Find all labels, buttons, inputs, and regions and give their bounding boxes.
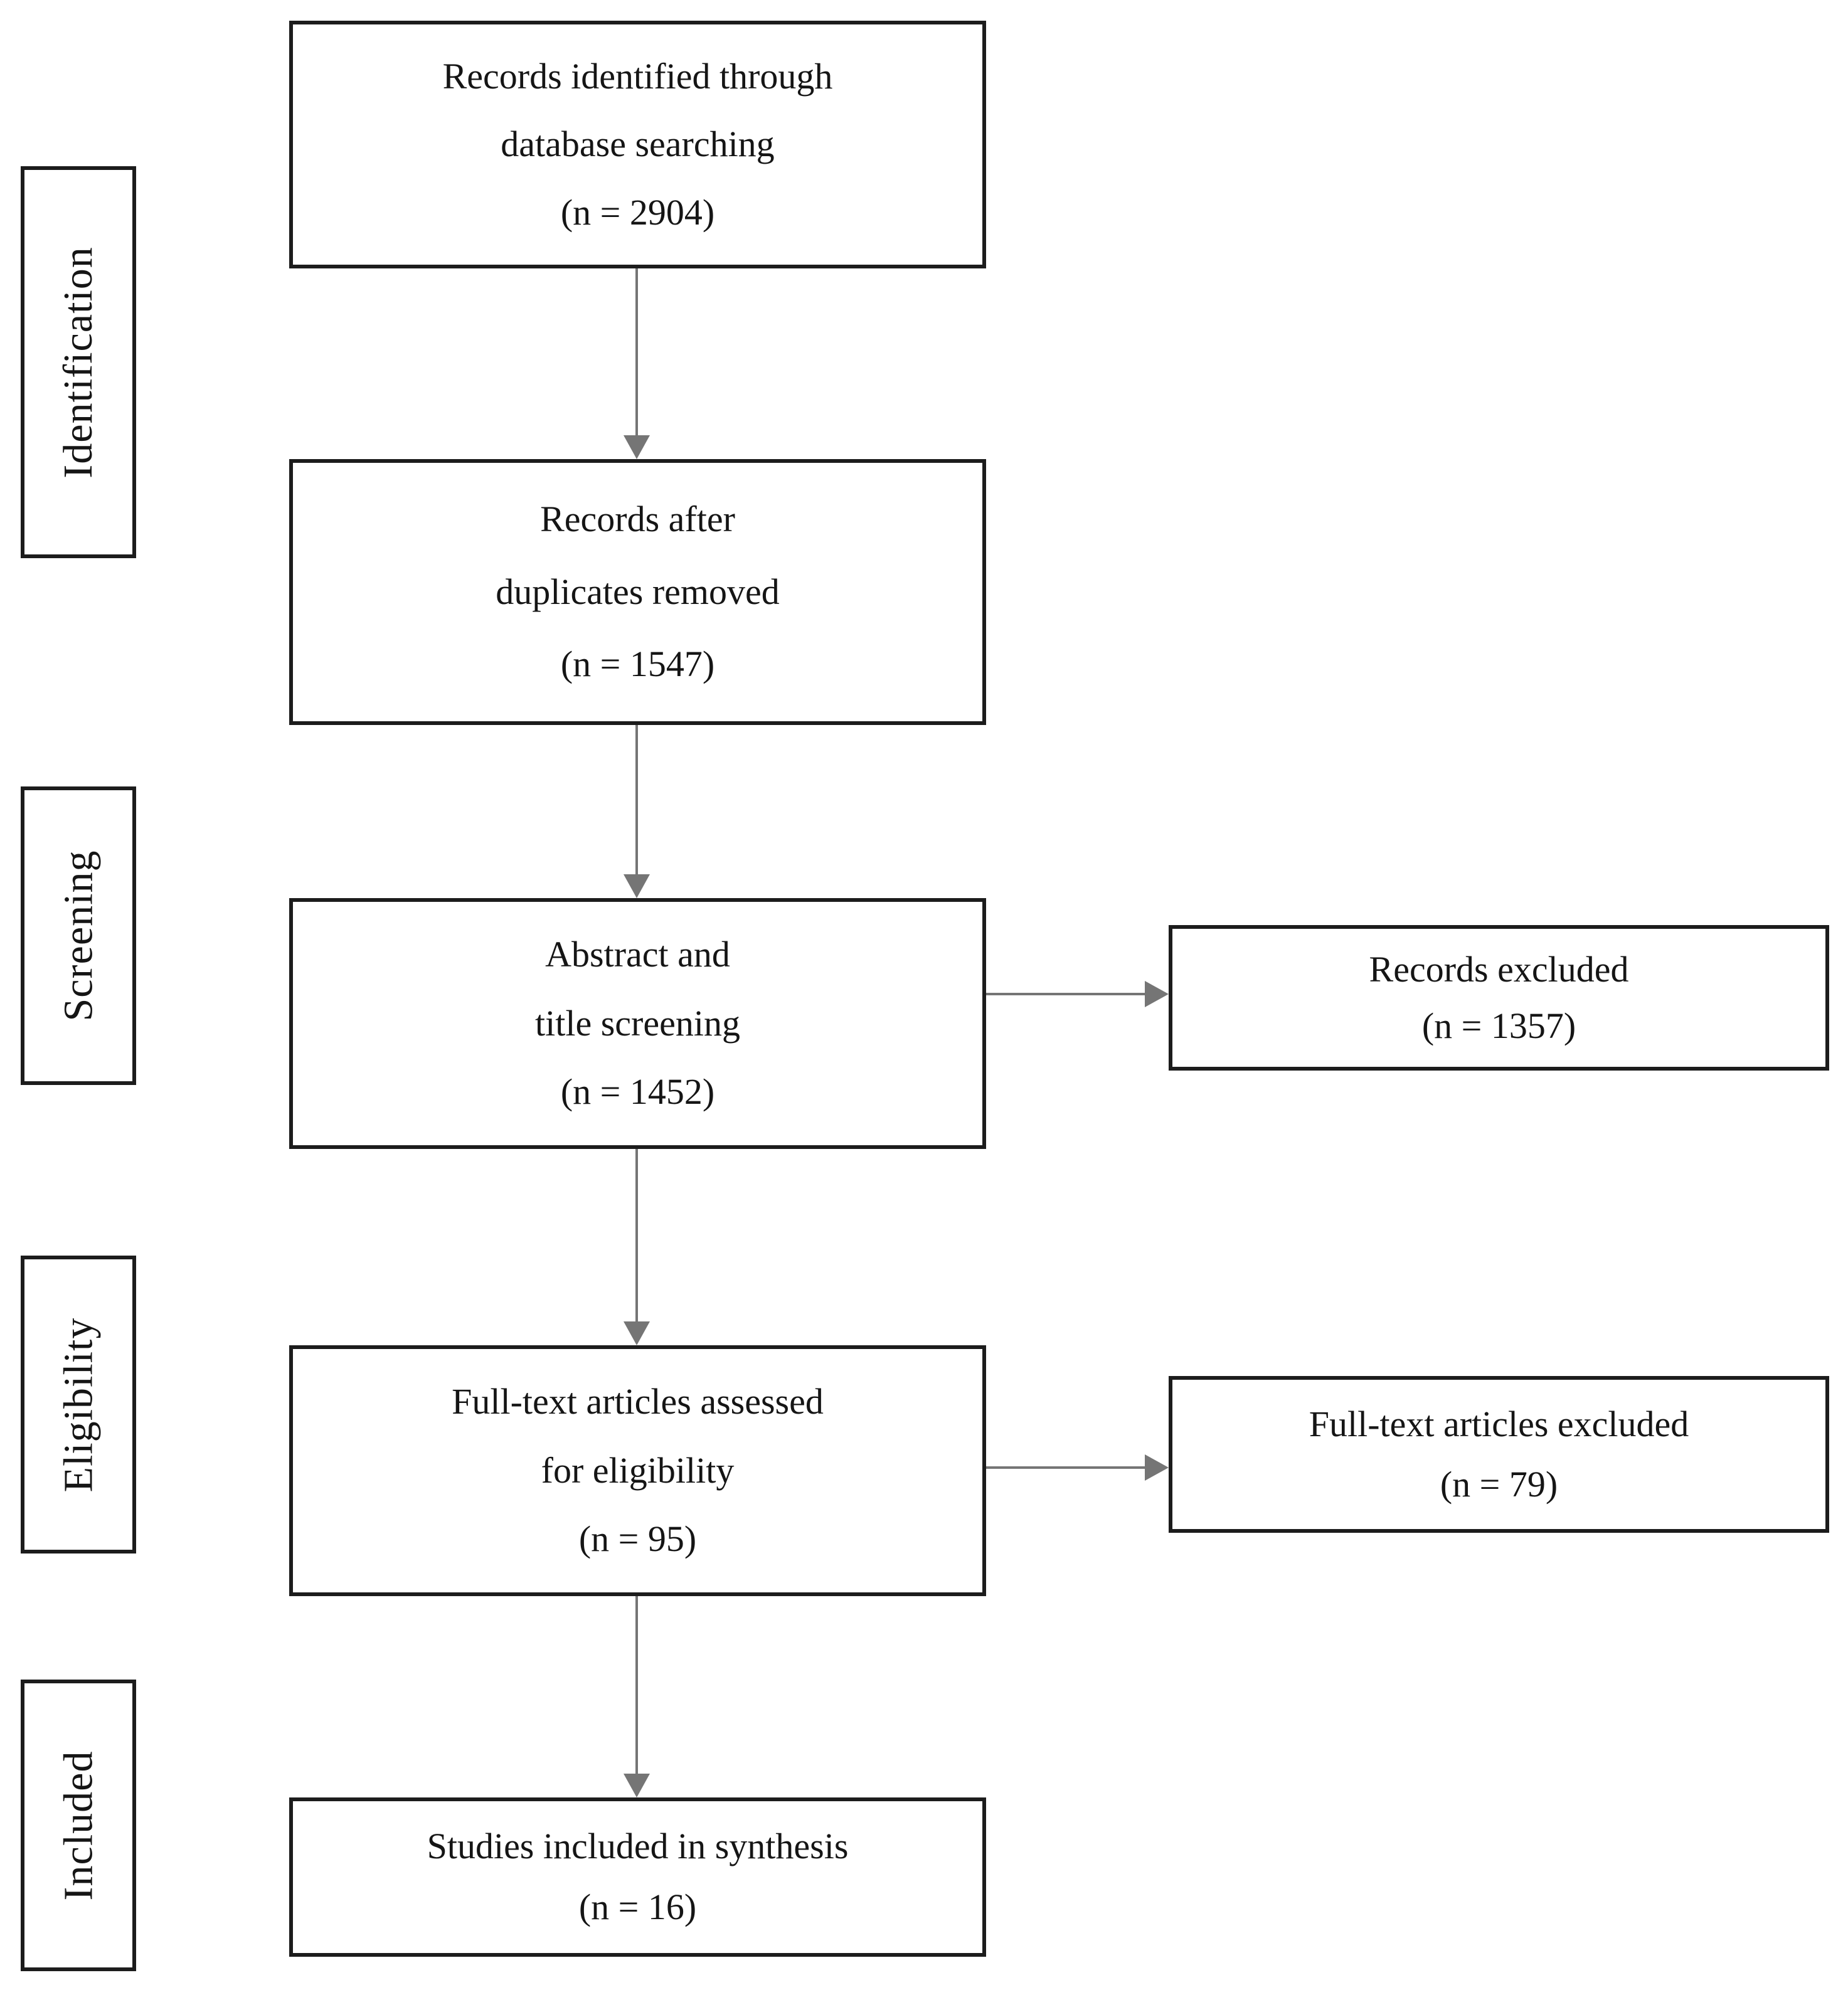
box-abstract-title-screening-count: (n = 1452) <box>560 1071 715 1113</box>
box-records-identified-line2: database searching <box>501 124 775 165</box>
box-abstract-title-screening-line2: title screening <box>535 1002 740 1044</box>
stage-label-eligibility: Eligibility <box>21 1256 136 1553</box>
box-fulltext-excluded-count: (n = 79) <box>1440 1463 1558 1505</box>
arrow-down-icon <box>624 435 650 459</box>
arrow-line <box>635 268 638 437</box>
box-records-after-duplicates: Records after duplicates removed (n = 15… <box>289 459 986 725</box>
box-records-after-duplicates-line2: duplicates removed <box>496 571 780 612</box>
arrow-line <box>986 993 1146 995</box>
stage-label-included: Included <box>21 1680 136 1971</box>
stage-label-identification: Identification <box>21 166 136 558</box>
box-fulltext-excluded-line1: Full-text articles excluded <box>1309 1403 1689 1444</box>
box-records-after-duplicates-count: (n = 1547) <box>560 643 715 685</box>
box-records-identified: Records identified through database sear… <box>289 21 986 268</box>
box-fulltext-assessed-line1: Full-text articles assessed <box>452 1380 824 1422</box>
stage-label-identification-text: Identification <box>55 246 101 479</box>
stage-label-eligibility-text: Eligibility <box>55 1317 101 1492</box>
arrow-down-icon <box>624 874 650 898</box>
box-fulltext-excluded: Full-text articles excluded (n = 79) <box>1169 1376 1829 1533</box>
box-studies-included-count: (n = 16) <box>578 1887 697 1928</box>
box-fulltext-assessed-line2: for eligibility <box>541 1449 735 1491</box>
box-records-identified-line1: Records identified through <box>442 55 833 97</box>
stage-label-screening-text: Screening <box>55 850 101 1022</box>
arrow-line <box>635 725 638 876</box>
box-records-excluded: Records excluded (n = 1357) <box>1169 925 1829 1071</box>
box-studies-included-line1: Studies included in synthesis <box>427 1825 849 1866</box>
box-records-after-duplicates-line1: Records after <box>540 498 735 539</box>
arrow-down-icon <box>624 1774 650 1797</box>
box-records-identified-count: (n = 2904) <box>560 191 715 233</box>
arrow-line <box>635 1596 638 1775</box>
box-fulltext-assessed: Full-text articles assessed for eligibil… <box>289 1345 986 1596</box>
arrow-right-icon <box>1145 1454 1169 1481</box>
arrow-down-icon <box>624 1321 650 1345</box>
box-records-excluded-line1: Records excluded <box>1369 948 1629 990</box>
box-fulltext-assessed-count: (n = 95) <box>578 1518 697 1560</box>
box-abstract-title-screening: Abstract and title screening (n = 1452) <box>289 898 986 1149</box>
box-abstract-title-screening-line1: Abstract and <box>545 933 730 975</box>
box-studies-included: Studies included in synthesis (n = 16) <box>289 1797 986 1957</box>
arrow-line <box>986 1466 1146 1469</box>
stage-label-screening: Screening <box>21 786 136 1085</box>
box-records-excluded-count: (n = 1357) <box>1421 1005 1576 1046</box>
stage-label-included-text: Included <box>55 1750 101 1900</box>
arrow-right-icon <box>1145 981 1169 1007</box>
arrow-line <box>635 1149 638 1323</box>
